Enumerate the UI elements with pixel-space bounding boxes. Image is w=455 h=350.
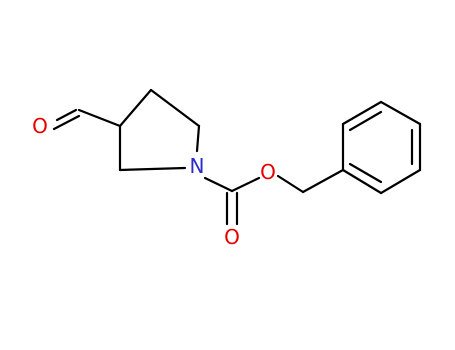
bond-layer — [52, 88, 422, 226]
atom-label-layer: O N O O — [32, 114, 276, 249]
ch2-phenyl-bond — [301, 168, 345, 194]
aldehyde-double-bond-b — [52, 114, 81, 131]
carbonyl-oxygen-label: O — [224, 225, 240, 249]
ester-oxygen-label: O — [260, 160, 276, 184]
benzene-bond-2 — [341, 100, 383, 126]
ring-bond-n-c2 — [118, 166, 187, 172]
ring-bond-c3-c4 — [118, 88, 153, 128]
ring-bond-c5-n — [195, 124, 201, 153]
ester-o-ch2-bond — [276, 174, 305, 194]
carbonyl-ester-o-bond — [230, 176, 261, 193]
aldehyde-double-bond-a — [55, 108, 78, 122]
aldehyde-oxygen-label: O — [32, 114, 48, 138]
benzene-bond-5 — [379, 168, 422, 195]
aldehyde-carbon-bond — [77, 108, 122, 128]
benzene-inner-bond-a — [348, 110, 383, 132]
n-carbonyl-bond — [203, 176, 234, 193]
benzene-inner-bond-c — [348, 162, 383, 184]
benzene-bond-6 — [341, 168, 383, 195]
ring-nitrogen-label: N — [190, 154, 205, 178]
ring-bond-c4-c5 — [149, 88, 201, 128]
benzene-bond-3 — [379, 100, 422, 126]
